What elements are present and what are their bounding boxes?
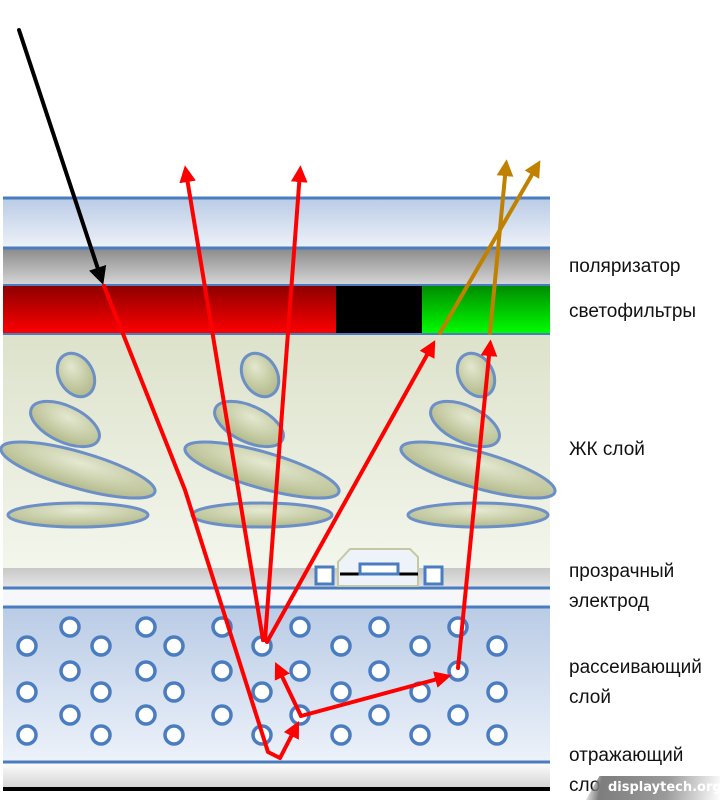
refracted-ray xyxy=(102,284,282,760)
filter-black xyxy=(336,285,422,334)
scattering-particle xyxy=(368,660,390,682)
label-color-filters: светофильтры xyxy=(569,301,697,322)
scattering-particle xyxy=(289,660,311,682)
scattering-particle xyxy=(486,635,508,657)
light-rays xyxy=(17,28,541,760)
red-ray-right xyxy=(299,671,452,718)
red-ray-bounce-up xyxy=(278,721,300,760)
polarizer-layer xyxy=(3,248,550,285)
lc-molecule xyxy=(190,501,334,529)
tft-transistor xyxy=(314,548,444,587)
scattering-particle xyxy=(163,681,185,703)
lc-molecule xyxy=(406,501,550,529)
scattering-particle xyxy=(163,724,185,746)
scattering-particle xyxy=(447,704,469,726)
scattering-particle xyxy=(368,616,390,638)
red-ray-to-green-1 xyxy=(265,340,436,644)
scattering-particle xyxy=(289,616,311,638)
tft-pad-right xyxy=(423,565,444,586)
scattering-particle xyxy=(211,704,233,726)
lc-molecule xyxy=(55,351,97,399)
filter-red xyxy=(3,285,336,334)
green-ray-1 xyxy=(438,160,541,335)
scattering-particle xyxy=(368,704,390,726)
label-lc-layer: ЖК слой xyxy=(569,439,645,460)
scattering-particle xyxy=(16,724,38,746)
layer-boundaries xyxy=(3,196,550,764)
tft-pad-left xyxy=(314,565,335,586)
lc-molecule xyxy=(213,399,285,449)
scattering-particle xyxy=(330,724,352,746)
scattering-particle xyxy=(486,681,508,703)
filter-green xyxy=(422,285,550,334)
label-transparent-electrode-line1: прозрачный xyxy=(569,561,675,582)
scattering-particle xyxy=(330,681,352,703)
lc-molecule xyxy=(29,399,101,449)
scattering-particle xyxy=(163,635,185,657)
label-reflecting-layer-line1: отражающий xyxy=(569,745,684,766)
scattering-particle xyxy=(16,635,38,657)
watermark: displaytech.org xyxy=(586,776,720,800)
red-ray-to-green-2 xyxy=(456,339,498,670)
scattering-particle xyxy=(90,635,112,657)
scattering-particle xyxy=(135,660,157,682)
tft-gate xyxy=(358,562,400,576)
scattering-particle xyxy=(211,660,233,682)
incident-ray xyxy=(17,28,107,285)
label-scattering-layer-line2: слой xyxy=(569,687,611,708)
scattering-particle xyxy=(16,681,38,703)
top-glass-layer xyxy=(3,198,550,248)
reflecting-layer xyxy=(3,762,550,789)
scattering-particle xyxy=(135,616,157,638)
scattering-particle xyxy=(409,635,431,657)
lc-molecule xyxy=(239,351,281,399)
electrode-gap xyxy=(3,588,550,606)
scattering-particle xyxy=(486,724,508,746)
lc-molecules xyxy=(0,351,557,529)
scattering-particles xyxy=(16,616,508,746)
lc-molecule xyxy=(0,440,157,500)
red-ray-to-particle xyxy=(274,661,303,718)
label-scattering-layer-line1: рассеивающий xyxy=(569,657,702,678)
label-polarizer: поляризатор xyxy=(569,256,681,277)
label-transparent-electrode-line2: электрод xyxy=(569,591,649,612)
scattering-particle xyxy=(251,681,273,703)
scattering-particle xyxy=(135,704,157,726)
scattering-particle xyxy=(330,635,352,657)
scattering-particle xyxy=(409,724,431,746)
scattering-particle xyxy=(59,704,81,726)
lc-molecule xyxy=(6,501,150,529)
scattering-particle xyxy=(59,660,81,682)
scattering-particle xyxy=(90,724,112,746)
green-ray-2 xyxy=(488,159,514,335)
scattering-particle xyxy=(90,681,112,703)
scattering-particle xyxy=(59,616,81,638)
red-ray-up-middle xyxy=(263,165,308,642)
red-ray-up-left xyxy=(179,165,265,642)
lc-molecule xyxy=(183,440,341,500)
